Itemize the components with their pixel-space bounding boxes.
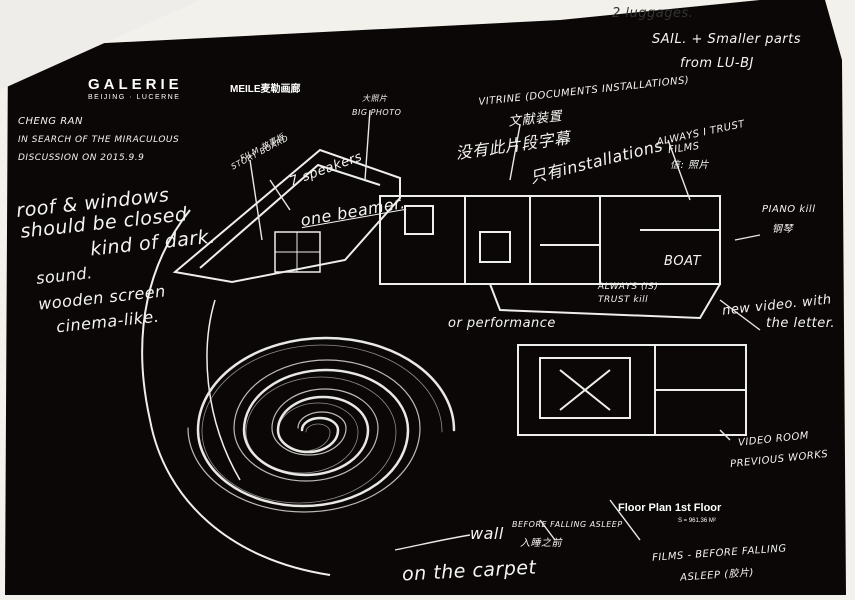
note-piano-kill: PIANO kill	[762, 204, 816, 215]
note-from-lu-bj: from LU-BJ	[680, 56, 754, 71]
note-big-photo-cn: 大照片	[362, 94, 388, 103]
black-board	[5, 0, 846, 595]
upper-block	[379, 195, 721, 285]
gallery-logo-right: MEILE麦勒画廊	[230, 84, 301, 95]
note-big-photo: BIG PHOTO	[352, 108, 402, 117]
note-discussion-date: DISCUSSION ON 2015.9.9	[18, 153, 145, 163]
note-trust-kill: TRUST kill	[598, 295, 649, 305]
corridor	[489, 283, 721, 320]
note-piano-cn: 钢琴	[772, 224, 793, 235]
note-before-cn: 入睡之前	[520, 538, 562, 549]
gallery-logo-sub: BEIJING · LUCERNE	[88, 94, 181, 101]
note-films-cn: 信: 照片	[670, 160, 710, 171]
annotation-lines	[249, 109, 761, 551]
swirl-carpet	[187, 336, 456, 513]
note-sail-parts: SAIL. + Smaller parts	[652, 32, 802, 47]
curved-wall-left	[141, 209, 331, 576]
left-wing-inner	[199, 163, 381, 269]
note-before-falling: BEFORE FALLING ASLEEP	[512, 520, 623, 529]
building-plan	[172, 148, 747, 436]
note-artist-name: CHENG RAN	[18, 116, 83, 127]
note-or-performance: or performance	[448, 316, 556, 331]
note-wall: wall	[470, 524, 504, 543]
note-exhibition-title: IN SEARCH OF THE MIRACULOUS	[18, 135, 180, 145]
gallery-logo: GALERIE	[88, 76, 183, 93]
note-luggages: 2 luggages.	[612, 6, 694, 21]
note-boat: BOAT	[664, 254, 702, 269]
curved-wall-left-inner	[206, 299, 241, 481]
left-wing-wall	[172, 148, 401, 284]
note-the-letter: the letter.	[766, 316, 836, 331]
note-always-is: ALWAYS (IS)	[598, 282, 659, 292]
floor-plan-title: Floor Plan 1st Floor	[618, 502, 722, 514]
floor-plan-area: S = 961.36 M²	[678, 518, 716, 524]
paper-corner-top-left	[0, 0, 200, 90]
